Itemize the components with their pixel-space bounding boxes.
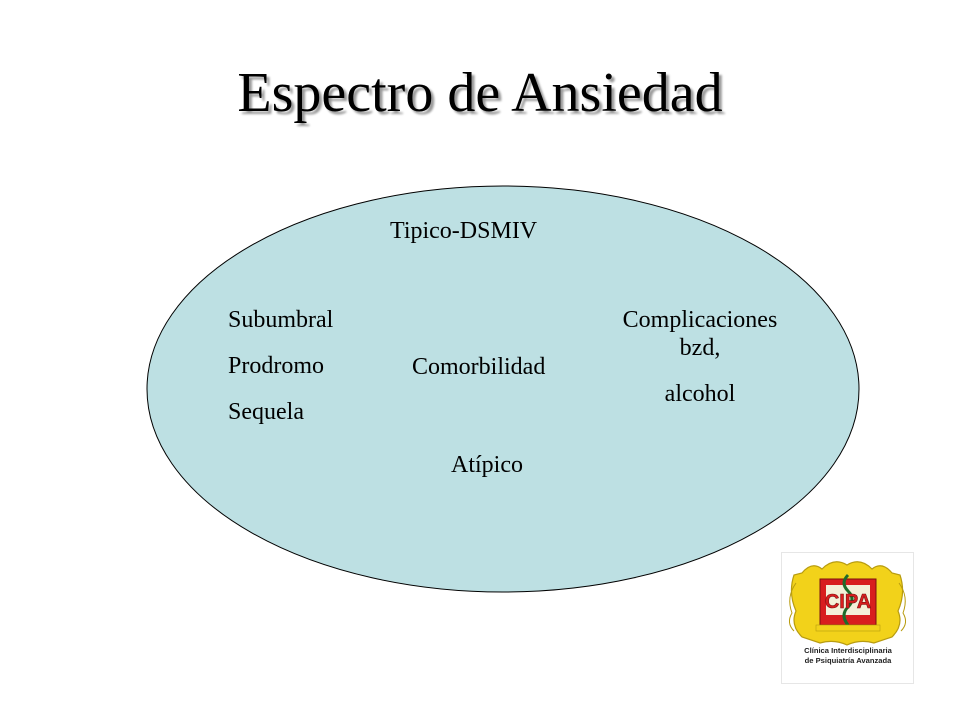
label-alcohol: alcohol	[664, 381, 736, 407]
label-subumbral: Subumbral	[228, 307, 334, 333]
label-complicaciones: Complicaciones	[622, 307, 778, 333]
slide-title: Espectro de Ansiedad	[237, 62, 723, 124]
logo-crest-wing-right	[898, 582, 907, 632]
logo-brand-text: CIPA	[825, 591, 871, 613]
logo-caption-line1: Clínica Interdisciplinaria	[804, 646, 893, 655]
label-comorbilidad: Comorbilidad	[412, 354, 546, 380]
right-label-group: Complicaciones bzd, alcohol	[580, 306, 820, 408]
ellipse-shape	[146, 185, 860, 593]
logo-serpent-mark	[842, 573, 854, 626]
cipa-logo-graphic: CIPA Clínica Interdisciplinaria de Psiqu…	[788, 561, 907, 665]
spectrum-ellipse	[146, 185, 860, 593]
label-sequela: Sequela	[228, 399, 304, 425]
logo-caption-line2: de Psiquiatría Avanzada	[805, 656, 893, 665]
label-atipico: Atípico	[451, 452, 523, 478]
cipa-logo: CIPA Clínica Interdisciplinaria de Psiqu…	[781, 552, 914, 684]
label-bzd: bzd,	[679, 335, 721, 361]
label-tipico: Tipico-DSMIV	[390, 218, 538, 244]
label-prodromo: Prodromo	[228, 353, 324, 379]
logo-crest-wing-left	[788, 582, 797, 632]
left-label-group: Subumbral Prodromo Sequela	[228, 306, 333, 444]
logo-ribbon	[815, 624, 881, 632]
